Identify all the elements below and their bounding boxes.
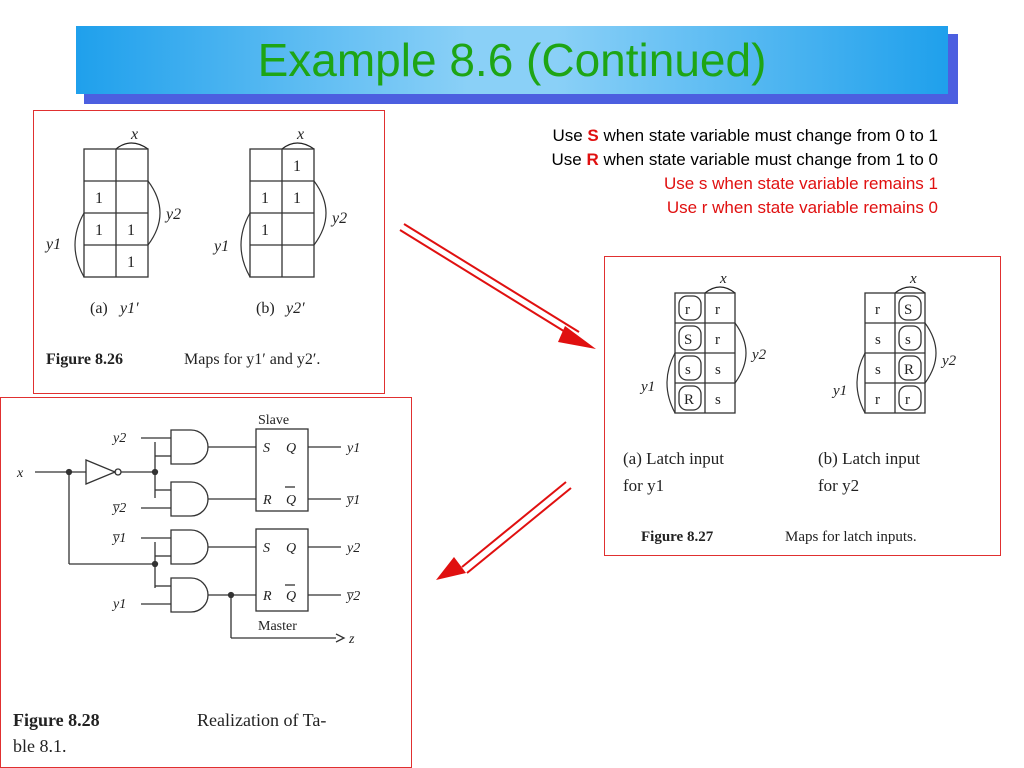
caption-b-var: y2′ — [284, 300, 305, 317]
fig826-caption-text: Maps for y1′ and y2′. — [184, 351, 320, 368]
map27b-cell: S — [904, 302, 912, 318]
fig826-caption-label: Figure 8.26 — [46, 351, 123, 368]
map27b-cell: r — [905, 392, 910, 408]
y2-label-27a: y2 — [750, 347, 767, 363]
map27a-cell: r — [715, 302, 720, 318]
caption-a-var: y1′ — [118, 300, 139, 317]
figure-8-26-svg: x y2 y1 1 1 1 1 (a) y1′ x — [44, 126, 347, 368]
caption-a-prefix: (a) — [90, 300, 108, 317]
map-b-cell: 1 — [293, 158, 301, 175]
fig828-caption-text-2: ble 8.1. — [13, 736, 67, 756]
z-output-label: z — [348, 632, 355, 647]
map27b-cell: s — [905, 332, 911, 348]
pin-q-master: Q — [286, 541, 296, 556]
y1-label-a: y1 — [44, 236, 61, 253]
map-a-cell: 1 — [127, 222, 135, 239]
y2-label-b: y2 — [330, 210, 347, 227]
map27b-cell: s — [875, 332, 881, 348]
x-label-b: x — [296, 126, 304, 143]
arrow-to-fig827 — [399, 223, 596, 349]
title-banner — [76, 26, 948, 94]
arrow-to-fig828 — [436, 481, 572, 580]
fig828-caption-label: Figure 8.28 — [13, 710, 100, 730]
x-label-a: x — [130, 126, 138, 143]
pin-s-slave: S — [263, 441, 270, 456]
input-y1-bar: y̅1 — [111, 531, 126, 546]
y2-label-27b: y2 — [940, 353, 957, 369]
pin-q-slave: Q — [286, 493, 296, 508]
input-y2: y2 — [111, 431, 126, 446]
input-y2-bar: y̅2 — [111, 501, 126, 516]
map27b-cell: R — [904, 362, 914, 378]
caption27a-line2: for y1 — [623, 476, 664, 495]
output-y2: y2 — [345, 541, 360, 556]
fig827-caption-label: Figure 8.27 — [641, 529, 714, 545]
fig828-caption-text-1: Realization of Ta- — [197, 710, 326, 730]
x-label-27a: x — [719, 271, 727, 287]
caption-b-prefix: (b) — [256, 300, 275, 317]
latch-rules: Use S when state variable must change fr… — [552, 124, 939, 220]
map27a-cell: s — [685, 362, 691, 378]
pin-r-master: R — [262, 589, 272, 604]
pin-q-slave: Q — [286, 441, 296, 456]
map-a-cell: 1 — [95, 222, 103, 239]
caption27a-line1: (a) Latch input — [623, 449, 724, 468]
rule-remain-1: Use s when state variable remains 1 — [663, 174, 938, 193]
map-b-cell: 1 — [261, 190, 269, 207]
input-y1: y1 — [111, 597, 126, 612]
figure-8-27: x y2 y1 r r S r s s R s — [604, 256, 1001, 556]
y2-label-a: y2 — [164, 206, 181, 223]
map27b-cell: r — [875, 302, 880, 318]
y1-label-27a: y1 — [639, 379, 655, 395]
y1-label-b: y1 — [212, 238, 229, 255]
figure-8-28-svg: Slave Master x z y2 y̅2 y̅1 y1 S Q R Q S… — [13, 413, 360, 756]
pin-s-master: S — [263, 541, 270, 556]
slave-label: Slave — [258, 413, 289, 428]
map27b-cell: s — [875, 362, 881, 378]
caption27b-line2: for y2 — [818, 476, 859, 495]
map-a-cell: 1 — [95, 190, 103, 207]
figure-8-27-svg: x y2 y1 r r S r s s R s — [623, 271, 957, 545]
y1-label-27b: y1 — [831, 383, 847, 399]
figure-8-28: Slave Master x z y2 y̅2 y̅1 y1 S Q R Q S… — [0, 397, 412, 768]
map27a-cell: r — [685, 302, 690, 318]
output-y1: y1 — [345, 441, 360, 456]
figure-8-26: x y2 y1 1 1 1 1 (a) y1′ x — [33, 110, 385, 394]
output-y1-bar: y̅1 — [345, 493, 360, 508]
map27a-cell: s — [715, 392, 721, 408]
rule-reset: Use R when state variable must change fr… — [551, 150, 939, 169]
map27a-cell: r — [715, 332, 720, 348]
caption27b-line1: (b) Latch input — [818, 449, 920, 468]
map27b-cell: r — [875, 392, 880, 408]
map27a-cell: S — [684, 332, 692, 348]
x-input-label: x — [16, 466, 24, 481]
output-y2-bar: y̅2 — [345, 589, 360, 604]
x-label-27b: x — [909, 271, 917, 287]
map-b-cell: 1 — [293, 190, 301, 207]
map27a-cell: R — [684, 392, 694, 408]
pin-q-master: Q — [286, 589, 296, 604]
rule-remain-0: Use r when state variable remains 0 — [666, 198, 938, 217]
slide-title: Example 8.6 (Continued) — [257, 34, 767, 86]
map-b-cell: 1 — [261, 222, 269, 239]
master-label: Master — [258, 619, 297, 634]
map-a-cell: 1 — [127, 254, 135, 271]
map27a-cell: s — [715, 362, 721, 378]
pin-r-slave: R — [262, 493, 272, 508]
rule-set: Use S when state variable must change fr… — [552, 126, 938, 145]
fig827-caption-text: Maps for latch inputs. — [785, 529, 917, 545]
